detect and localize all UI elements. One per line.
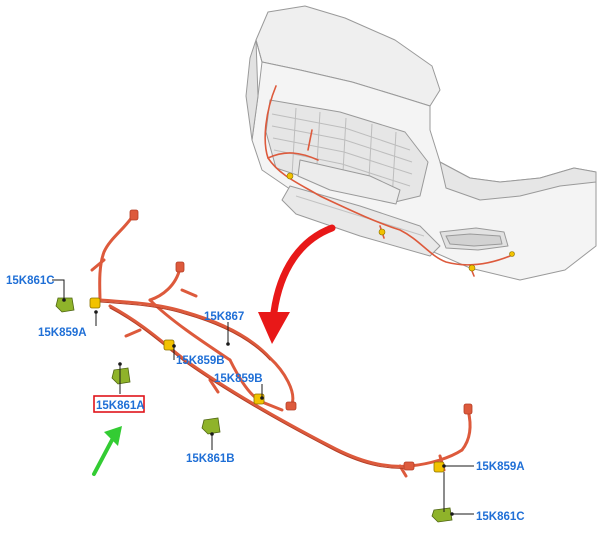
front-bumper-illustration — [245, 5, 597, 281]
curved-red-arrow-icon — [258, 224, 336, 344]
leader-lines — [52, 279, 474, 515]
part-label-15K859A-right: 15K859A — [476, 461, 525, 473]
part-label-15K861C: 15K861C — [6, 275, 55, 287]
sensor-bracket-icon — [55, 297, 453, 523]
part-label-15K867: 15K867 — [204, 311, 244, 323]
green-arrow-icon — [92, 426, 122, 476]
highlight-box — [93, 395, 145, 413]
part-label-15K861A: 15K861A — [96, 400, 145, 412]
part-label-15K859B: 15K859B — [176, 355, 225, 367]
part-label-15K861B: 15K861B — [186, 453, 235, 465]
leader-dots — [62, 298, 454, 516]
part-label-15K861C-right: 15K861C — [476, 511, 525, 523]
part-label-15K859B-lower: 15K859B — [214, 373, 263, 385]
part-label-15K859A: 15K859A — [38, 327, 87, 339]
